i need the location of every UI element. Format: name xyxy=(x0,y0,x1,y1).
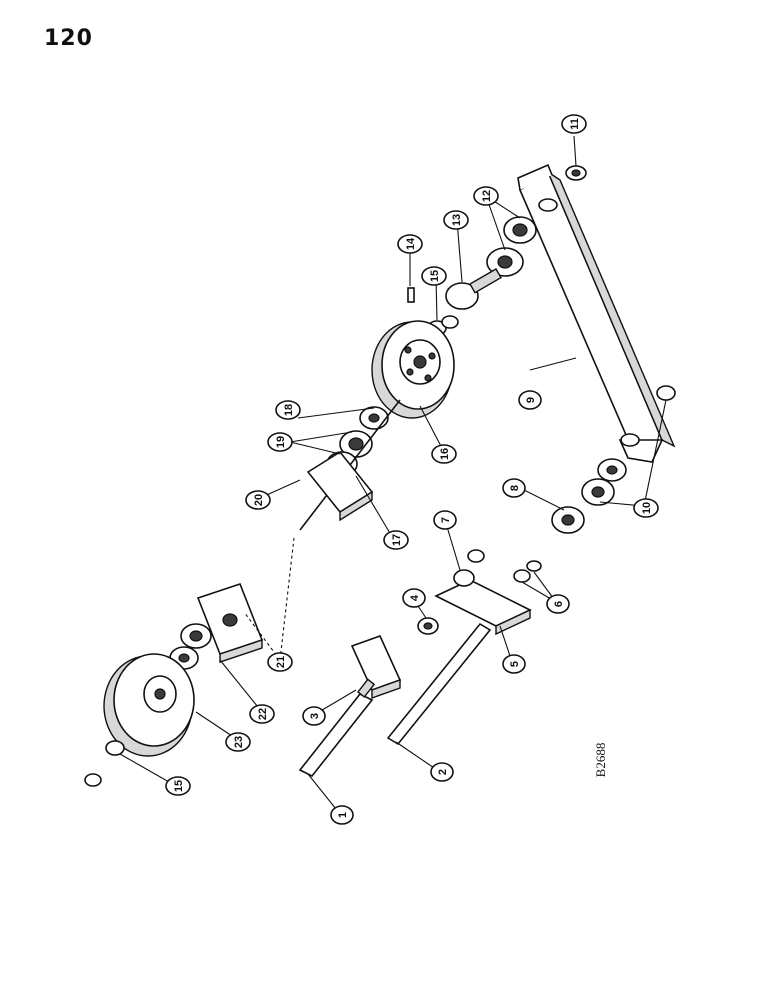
svg-text:1: 1 xyxy=(337,812,349,818)
shaft-part-2 xyxy=(386,622,492,746)
svg-text:16: 16 xyxy=(439,448,451,460)
bushing-pair-6 xyxy=(513,560,542,583)
channel-frame xyxy=(517,163,676,463)
svg-text:2: 2 xyxy=(437,769,449,775)
callout-5: 5 xyxy=(502,654,526,674)
callout-14: 14 xyxy=(397,234,423,254)
shaft-part-1 xyxy=(298,678,376,778)
plate-bracket-17 xyxy=(306,450,374,522)
callout-21: 21 xyxy=(267,652,293,672)
callout-10: 10 xyxy=(633,498,659,518)
svg-text:23: 23 xyxy=(233,736,245,748)
bracket-part-3 xyxy=(350,634,402,699)
svg-text:10: 10 xyxy=(641,502,653,514)
bearing-pair-10 xyxy=(581,385,676,506)
svg-text:18: 18 xyxy=(283,404,295,416)
spacer-part xyxy=(359,406,389,430)
callout-18: 18 xyxy=(275,400,301,420)
svg-text:21: 21 xyxy=(275,656,287,668)
callout-16: 16 xyxy=(431,444,457,464)
callout-4: 4 xyxy=(402,588,426,608)
svg-text:3: 3 xyxy=(309,713,321,719)
callout-11: 11 xyxy=(561,114,587,134)
svg-text:15: 15 xyxy=(429,270,441,282)
callout-15-lower: 15 xyxy=(165,776,191,796)
svg-text:7: 7 xyxy=(440,517,452,523)
washer-part-7 xyxy=(453,549,485,587)
callout-15-upper: 15 xyxy=(421,266,447,286)
callout-20: 20 xyxy=(245,490,271,510)
callout-6: 6 xyxy=(546,594,570,614)
callout-12: 12 xyxy=(473,186,499,206)
svg-text:22: 22 xyxy=(257,708,269,720)
svg-text:15: 15 xyxy=(173,780,185,792)
svg-text:6: 6 xyxy=(553,601,565,607)
svg-text:17: 17 xyxy=(391,534,403,546)
plate-bracket-22 xyxy=(196,583,264,663)
callout-8: 8 xyxy=(502,478,526,498)
arm-part-5 xyxy=(434,579,532,636)
figure-code: B2688 xyxy=(593,743,608,778)
callout-17: 17 xyxy=(383,530,409,550)
callout-22: 22 xyxy=(249,704,275,724)
svg-text:12: 12 xyxy=(481,190,493,202)
callout-23: 23 xyxy=(225,732,251,752)
callout-7: 7 xyxy=(433,510,457,530)
flange-part-8 xyxy=(551,506,585,534)
hub-part xyxy=(445,268,502,310)
callout-3: 3 xyxy=(302,706,326,726)
large-pulley-lower xyxy=(103,653,195,757)
svg-text:9: 9 xyxy=(525,397,537,403)
svg-text:5: 5 xyxy=(509,661,521,667)
nut-part xyxy=(565,165,587,181)
svg-text:19: 19 xyxy=(275,436,287,448)
svg-text:11: 11 xyxy=(569,118,581,130)
page-number: 120 xyxy=(44,26,93,51)
key-part xyxy=(407,287,415,303)
callout-19: 19 xyxy=(267,432,293,452)
callout-13: 13 xyxy=(443,210,469,230)
callout-1: 1 xyxy=(330,805,354,825)
svg-text:8: 8 xyxy=(509,485,521,491)
callout-2: 2 xyxy=(430,762,454,782)
svg-text:4: 4 xyxy=(409,594,421,601)
svg-text:13: 13 xyxy=(451,214,463,226)
castle-nut-lower xyxy=(84,740,125,787)
callout-9: 9 xyxy=(518,390,542,410)
bearing-pair xyxy=(486,216,537,277)
svg-text:20: 20 xyxy=(253,494,265,506)
bushing-part-4 xyxy=(417,617,439,635)
large-pulley-upper xyxy=(371,320,455,419)
svg-text:14: 14 xyxy=(405,237,417,250)
